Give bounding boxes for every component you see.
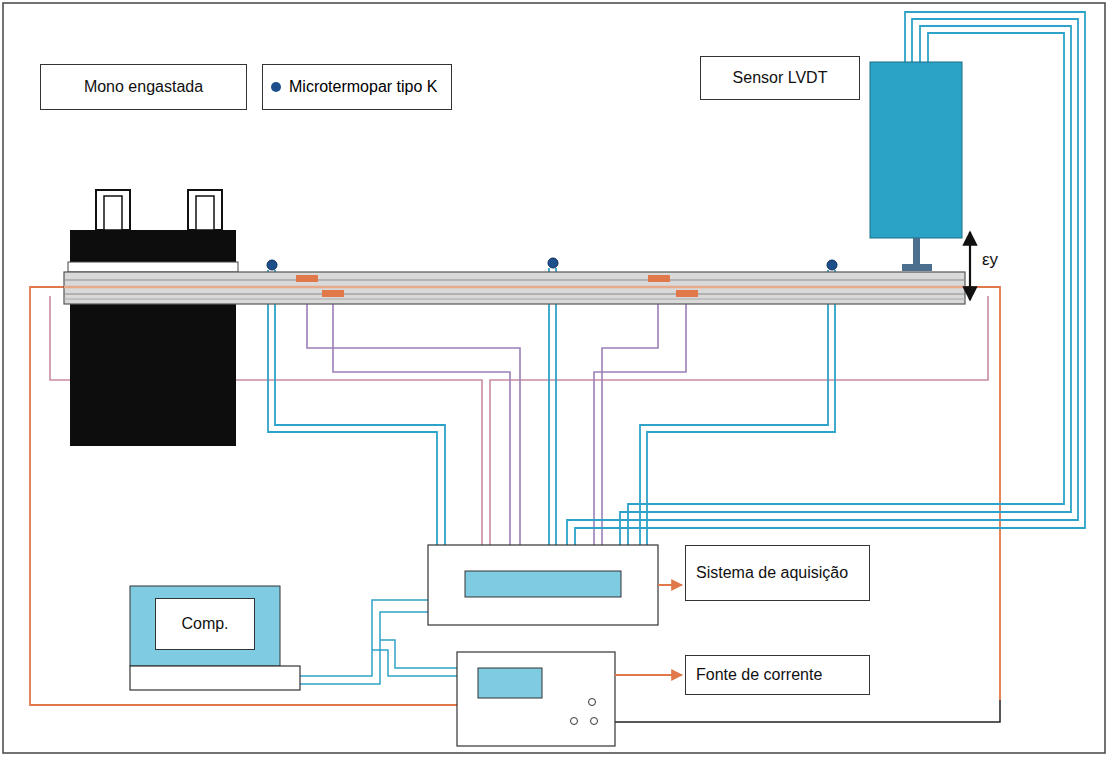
clamp-fixture — [96, 190, 130, 230]
strain-gauge — [296, 275, 698, 297]
computer-monitor — [130, 666, 300, 690]
computer-wire — [380, 640, 457, 668]
computer-monitor — [130, 586, 280, 666]
frame-border — [3, 3, 1105, 753]
strain-gauge — [322, 290, 344, 297]
clamp-fixture — [196, 196, 214, 230]
gauge-wire — [333, 298, 510, 545]
current-source-device — [457, 652, 615, 746]
thermocouple-dot — [267, 260, 277, 270]
node-text: Sensor LVDT — [711, 68, 849, 88]
lvdt-sensor — [902, 264, 932, 271]
beam — [64, 299, 965, 300]
part-label-box: Fonte de corrente — [685, 655, 870, 695]
node-text: Mono engastada — [51, 77, 236, 97]
strain-gauge — [648, 275, 670, 282]
thermocouple-dot — [267, 258, 837, 270]
displacement-arrow — [969, 232, 971, 300]
pointer-arrow — [615, 674, 682, 676]
current-source-device — [571, 718, 578, 725]
legend-box: Microtermopar tipo K — [262, 64, 452, 110]
gauge-wire — [602, 283, 658, 545]
thermocouple-wire — [555, 268, 557, 545]
beam — [64, 272, 965, 304]
displacement-label: εy — [980, 250, 1000, 270]
gauge-wire — [307, 283, 686, 545]
thermocouple-dot — [827, 260, 837, 270]
clamp-fixture — [68, 262, 238, 272]
computer-wire — [300, 612, 428, 684]
current-wire — [965, 287, 1000, 700]
current-source-device — [589, 699, 596, 706]
strain-gauge — [676, 290, 698, 297]
thermocouple-dot — [548, 258, 558, 268]
node-text: Fonte de corrente — [696, 665, 859, 685]
gauge-wire — [307, 283, 520, 545]
current-source-device — [478, 668, 542, 698]
current-source-device — [457, 652, 615, 746]
clamp-fixture — [188, 190, 222, 230]
part-label-box: Sensor LVDT — [700, 56, 860, 100]
clamp-fixture — [104, 196, 122, 230]
signal-wire — [490, 296, 988, 545]
legend-text: Microtermopar tipo K — [289, 78, 438, 96]
acquisition-device — [428, 545, 658, 625]
beam — [64, 293, 965, 294]
node-text: Comp. — [166, 614, 244, 634]
part-label-box: Sistema de aquisição — [685, 545, 870, 601]
beam — [64, 286, 965, 289]
pointer-arrow — [658, 584, 682, 586]
part-label-box: Mono engastada — [40, 64, 247, 110]
return-wire — [615, 700, 1000, 722]
acquisition-device — [465, 571, 621, 597]
strain-gauge — [296, 275, 318, 282]
computer-monitor — [130, 586, 300, 690]
legend-swatch — [271, 82, 281, 92]
acquisition-device — [428, 545, 658, 625]
current-source-device — [591, 718, 598, 725]
lvdt-sensor — [913, 238, 920, 266]
computer-screen: Comp. — [155, 598, 255, 650]
lvdt-sensor — [870, 62, 962, 238]
thermocouple-wire — [275, 270, 445, 545]
lvdt-sensor — [870, 62, 962, 271]
return-wire — [615, 700, 1000, 722]
clamp-fixture — [68, 190, 238, 446]
thermocouple-wire — [548, 268, 550, 545]
beam — [64, 272, 965, 304]
beam — [64, 279, 965, 280]
computer-wire — [372, 650, 457, 676]
node-text: Sistema de aquisição — [696, 563, 859, 583]
thermocouple-wire — [268, 270, 437, 545]
